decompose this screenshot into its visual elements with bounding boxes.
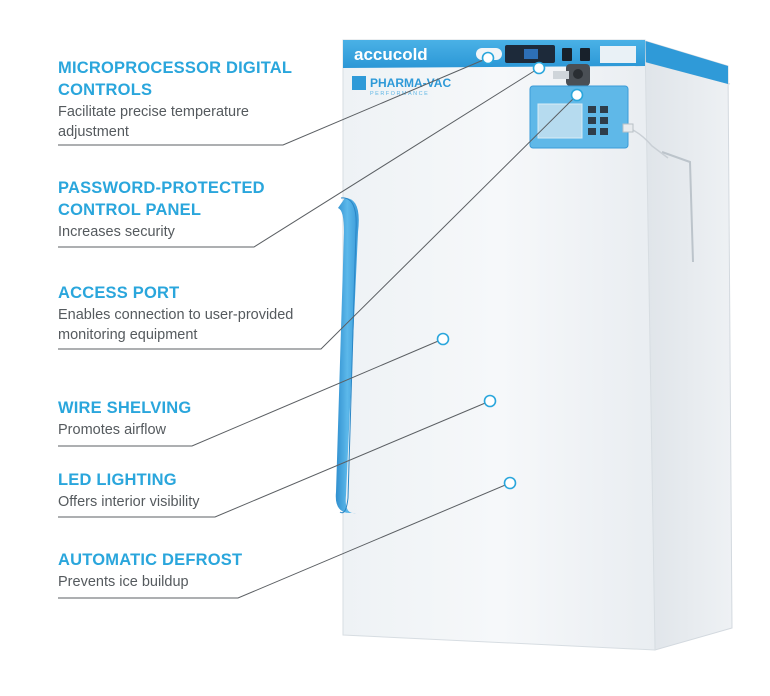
feature-microprocessor-controls: MICROPROCESSOR DIGITAL CONTROLS Facilita… xyxy=(58,57,338,142)
feature-access-port: ACCESS PORT Enables connection to user-p… xyxy=(58,282,338,345)
feature-automatic-defrost: AUTOMATIC DEFROST Prevents ice buildup xyxy=(58,549,338,592)
leader-line-defrost xyxy=(58,482,511,599)
feature-led-lighting: LED LIGHTING Offers interior visibility xyxy=(58,469,338,512)
leader-line-password xyxy=(58,67,540,248)
feature-title: MICROPROCESSOR DIGITAL CONTROLS xyxy=(58,59,293,99)
callout-dot-access-port xyxy=(570,88,584,102)
feature-description: Increases security xyxy=(58,224,175,240)
callout-dot-shelving xyxy=(436,332,450,346)
leader-line-controls xyxy=(58,57,489,146)
feature-title: LED LIGHTING xyxy=(58,471,177,489)
svg-text:PERFORMANCE: PERFORMANCE xyxy=(370,91,429,97)
callout-dot-defrost xyxy=(503,476,517,490)
feature-description: Enables connection to user-provided moni… xyxy=(58,307,294,343)
callout-dot-password xyxy=(532,61,546,75)
product-line-text: PHARMA-VAC xyxy=(370,76,451,90)
leader-line-shelving xyxy=(58,338,444,447)
feature-title: AUTOMATIC DEFROST xyxy=(58,551,243,569)
feature-description: Promotes airflow xyxy=(58,422,166,438)
feature-password-panel: PASSWORD-PROTECTED CONTROL PANEL Increas… xyxy=(58,177,338,242)
leader-line-access-port xyxy=(58,94,578,350)
door-handle xyxy=(335,198,359,514)
feature-title: WIRE SHELVING xyxy=(58,399,192,417)
leader-line-led xyxy=(58,400,491,518)
feature-description: Facilitate precise temperature adjustmen… xyxy=(58,104,249,140)
feature-description: Offers interior visibility xyxy=(58,494,200,510)
pharma-vac-badge-icon xyxy=(352,76,366,90)
feature-wire-shelving: WIRE SHELVING Promotes airflow xyxy=(58,397,338,440)
feature-title: ACCESS PORT xyxy=(58,284,180,302)
callout-dot-controls xyxy=(481,51,495,65)
callout-dot-led xyxy=(483,394,497,408)
feature-title: PASSWORD-PROTECTED CONTROL PANEL xyxy=(58,179,265,219)
feature-description: Prevents ice buildup xyxy=(58,574,189,590)
accucold-logo: accucold xyxy=(354,45,428,64)
